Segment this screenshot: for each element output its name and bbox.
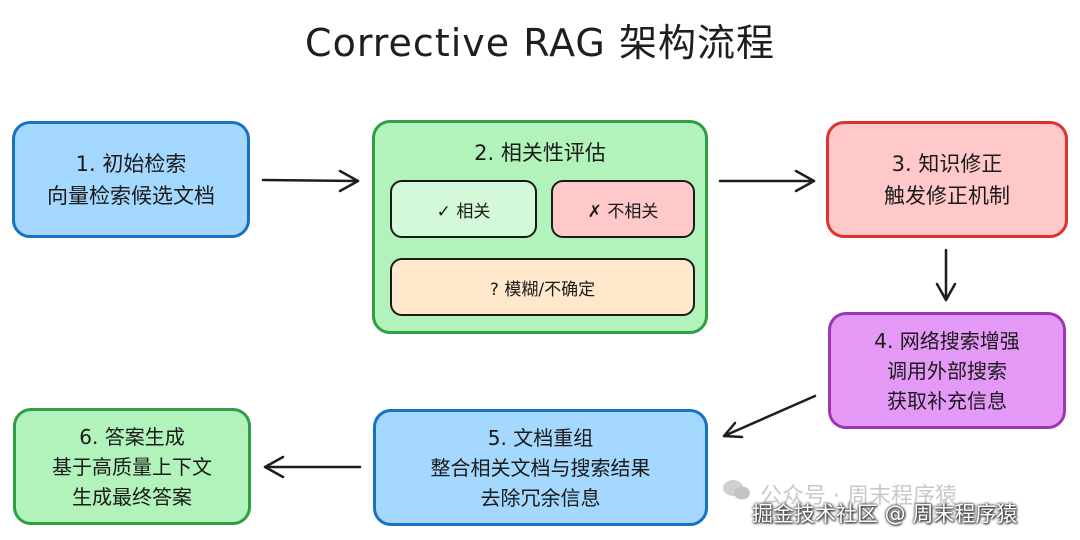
diagram-title: Corrective RAG 架构流程 bbox=[305, 21, 775, 65]
arrow-4-to-5 bbox=[722, 394, 817, 439]
step-document-reorganize: 5. 文档重组 整合相关文档与搜索结果 去除冗余信息 bbox=[373, 409, 708, 526]
step-initial-retrieval: 1. 初始检索 向量检索候选文档 bbox=[12, 121, 250, 238]
step-6-title: 6. 答案生成 bbox=[79, 424, 185, 449]
step-4-desc-2: 获取补充信息 bbox=[887, 388, 1007, 413]
step-3-desc: 触发修正机制 bbox=[884, 183, 1010, 208]
irrelevant-card: ✗ 不相关 bbox=[551, 180, 695, 238]
step-4-desc-1: 调用外部搜索 bbox=[887, 358, 1007, 383]
arrow-1-to-2 bbox=[261, 169, 360, 193]
step-web-search: 4. 网络搜索增强 调用外部搜索 获取补充信息 bbox=[828, 312, 1066, 429]
ambiguous-card: ? 模糊/不确定 bbox=[390, 258, 695, 316]
step-6-desc-2: 生成最终答案 bbox=[72, 484, 192, 509]
step-2-title: 2. 相关性评估 bbox=[474, 141, 606, 165]
step-answer-generation: 6. 答案生成 基于高质量上下文 生成最终答案 bbox=[13, 408, 251, 525]
step-5-title: 5. 文档重组 bbox=[487, 425, 594, 450]
step-6-desc-1: 基于高质量上下文 bbox=[52, 454, 212, 479]
arrow-5-to-6 bbox=[263, 455, 362, 479]
relevant-label: ✓ 相关 bbox=[436, 201, 491, 222]
ambiguous-label: ? 模糊/不确定 bbox=[489, 279, 596, 300]
step-5-desc-1: 整合相关文档与搜索结果 bbox=[430, 455, 651, 480]
step-1-title: 1. 初始检索 bbox=[75, 151, 187, 176]
step-knowledge-correction: 3. 知识修正 触发修正机制 bbox=[826, 121, 1068, 238]
step-5-desc-2: 去除冗余信息 bbox=[480, 485, 601, 510]
arrow-2-to-3 bbox=[718, 169, 816, 193]
relevant-card: ✓ 相关 bbox=[390, 180, 537, 238]
step-4-title: 4. 网络搜索增强 bbox=[874, 328, 1020, 353]
watermark-official-account: 公众号 · 周末程序猿 bbox=[760, 484, 957, 509]
wechat-icon bbox=[723, 480, 750, 500]
arrow-3-to-4 bbox=[935, 248, 957, 302]
step-1-desc: 向量检索候选文档 bbox=[47, 183, 215, 208]
irrelevant-label: ✗ 不相关 bbox=[587, 201, 659, 222]
watermark-juejin: 掘金技术社区 @ 周末程序猿 bbox=[752, 502, 1018, 526]
step-3-title: 3. 知识修正 bbox=[891, 151, 1003, 176]
